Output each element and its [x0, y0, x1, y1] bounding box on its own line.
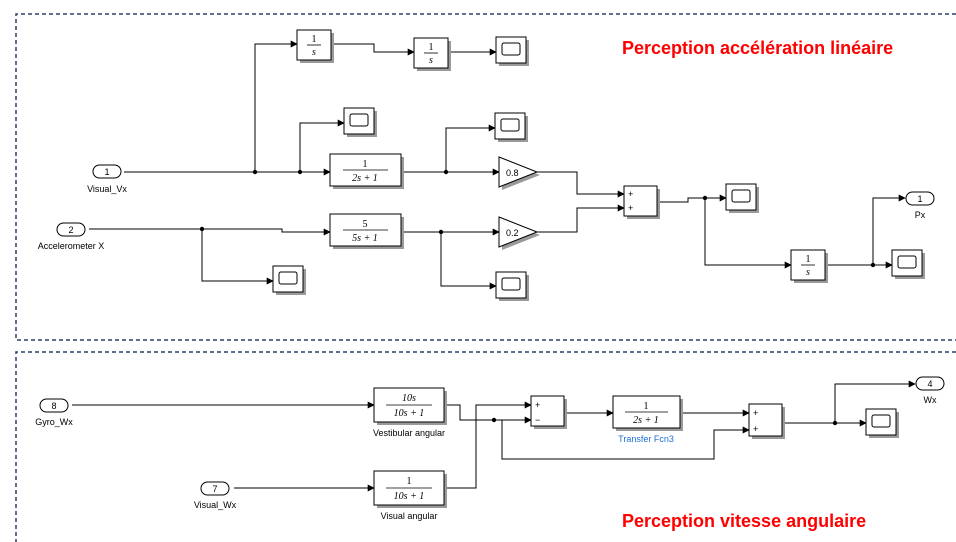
inport-number: 1: [104, 167, 109, 177]
outport-number: 4: [927, 379, 932, 389]
gain-block-0-2[interactable]: 0.2: [498, 216, 540, 250]
inport-label-gyro-wx: Gyro_Wx: [35, 417, 73, 427]
tf-numerator: 10s: [402, 393, 416, 404]
tf-numerator: 1: [407, 476, 412, 487]
transfer-fcn-3[interactable]: 1 2s + 1: [612, 395, 683, 431]
gain-block-0-8[interactable]: 0.8: [498, 156, 540, 190]
inport-visual-vx[interactable]: 1: [92, 164, 122, 179]
integrator-block-3[interactable]: 1 s: [790, 249, 828, 283]
linear-wires: [89, 40, 906, 290]
transfer-fcn-visual-angular[interactable]: 1 10s + 1: [373, 470, 447, 508]
block-label-vestibular: Vestibular angular: [373, 428, 445, 438]
transfer-fcn-vestibular[interactable]: 10s 10s + 1: [373, 387, 447, 425]
tf-numerator: 1: [363, 159, 368, 170]
sum-block-bottom-1[interactable]: + −: [530, 395, 567, 429]
scope-7[interactable]: [891, 249, 926, 280]
tf-denominator: 10s + 1: [394, 491, 425, 502]
scope-5[interactable]: [272, 265, 307, 296]
block-label-transfer-fcn3: Transfer Fcn3: [618, 434, 674, 444]
tf-denominator: 2s + 1: [633, 415, 659, 426]
tf-denominator: 2s + 1: [352, 173, 378, 184]
outport-px[interactable]: 1: [905, 191, 935, 206]
block-label-visual-angular: Visual angular: [381, 511, 438, 521]
scope-3[interactable]: [494, 112, 529, 143]
sum-sign: +: [628, 189, 633, 199]
sum-sign: +: [535, 400, 540, 410]
angular-wires: [72, 380, 916, 492]
scope-8[interactable]: [865, 408, 900, 439]
scope-1[interactable]: [495, 36, 530, 67]
gain-value: 0.8: [506, 168, 519, 178]
sum-sign: +: [753, 424, 758, 434]
inport-visual-wx[interactable]: 7: [200, 481, 230, 496]
scope-2[interactable]: [343, 107, 378, 138]
outport-label-px: Px: [915, 210, 926, 220]
inport-label-visual-vx: Visual_Vx: [87, 184, 127, 194]
outport-label-wx: Wx: [924, 395, 937, 405]
linear-subsystem-frame: [15, 13, 956, 341]
tf-denominator: s: [312, 47, 316, 58]
outport-number: 1: [917, 194, 922, 204]
sum-block-bottom-2[interactable]: + +: [748, 403, 785, 439]
inport-label-accelerometer-x: Accelerometer X: [38, 241, 105, 251]
sum-sign: −: [535, 415, 540, 425]
integrator-block-1[interactable]: 1 s: [296, 29, 334, 63]
sum-sign: +: [753, 408, 758, 418]
title-linear: Perception accélération linéaire: [622, 38, 893, 58]
tf-numerator: 1: [644, 401, 649, 412]
integrator-block-2[interactable]: 1 s: [413, 37, 451, 71]
transfer-fcn-visual[interactable]: 1 2s + 1: [329, 153, 404, 189]
transfer-fcn-accelerometer[interactable]: 5 5s + 1: [329, 213, 404, 249]
inport-label-visual-wx: Visual_Wx: [194, 500, 237, 510]
inport-number: 2: [68, 225, 73, 235]
sum-block-top[interactable]: + +: [623, 185, 660, 219]
sum-sign: +: [628, 203, 633, 213]
inport-accelerometer-x[interactable]: 2: [56, 222, 86, 237]
tf-denominator: s: [429, 55, 433, 66]
tf-denominator: 10s + 1: [394, 408, 425, 419]
inport-number: 7: [212, 484, 217, 494]
tf-numerator: 1: [429, 42, 434, 53]
tf-denominator: 5s + 1: [352, 233, 378, 244]
title-angular: Perception vitesse angulaire: [622, 511, 866, 531]
tf-denominator: s: [806, 267, 810, 278]
tf-numerator: 1: [806, 254, 811, 265]
angular-subsystem-frame: [15, 351, 956, 542]
tf-numerator: 5: [363, 219, 368, 230]
inport-gyro-wx[interactable]: 8: [39, 398, 69, 413]
outport-wx[interactable]: 4: [915, 376, 945, 391]
inport-number: 8: [51, 401, 56, 411]
scope-6[interactable]: [495, 271, 530, 302]
tf-numerator: 1: [312, 34, 317, 45]
scope-4[interactable]: [725, 183, 760, 214]
gain-value: 0.2: [506, 228, 519, 238]
